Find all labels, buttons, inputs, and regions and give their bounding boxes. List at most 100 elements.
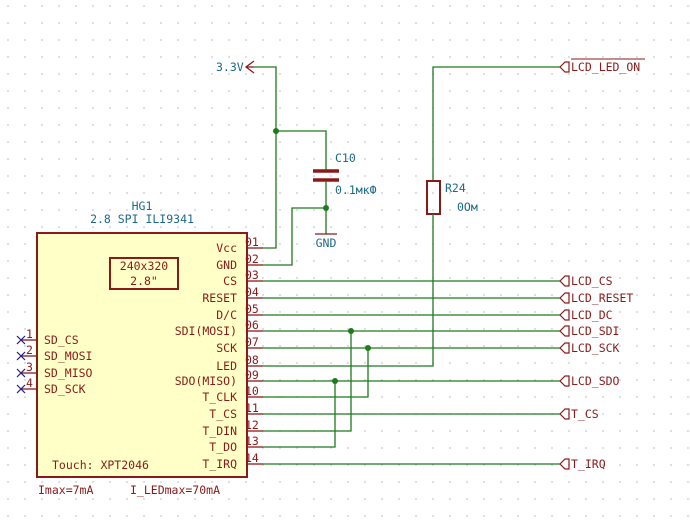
grid-dot xyxy=(602,379,604,381)
grid-dot xyxy=(347,243,349,245)
global-label-t-irq[interactable]: T_IRQ xyxy=(559,457,606,471)
grid-dot xyxy=(364,277,366,279)
grid-dot xyxy=(619,56,621,58)
grid-dot xyxy=(126,209,128,211)
grid-dot xyxy=(517,73,519,75)
grid-dot xyxy=(296,515,298,517)
global-label-t-cs[interactable]: T_CS xyxy=(559,407,599,421)
right-pins: 01Vcc02GND03CS04RESET05D/C06SDI(MOSI)07S… xyxy=(175,235,263,471)
global-label-lcd-led-on[interactable]: LCD_LED_ON xyxy=(559,60,640,74)
grid-dot xyxy=(415,226,417,228)
resistor-value: 0Ом xyxy=(457,200,478,214)
grid-dot xyxy=(415,481,417,483)
grid-dot xyxy=(296,192,298,194)
grid-dot xyxy=(381,175,383,177)
grid-dot xyxy=(449,498,451,500)
grid-dot xyxy=(381,56,383,58)
grid-dot xyxy=(534,192,536,194)
grid-dot xyxy=(313,277,315,279)
grid-dot xyxy=(500,107,502,109)
grid-dot xyxy=(262,328,264,330)
resistor-body[interactable] xyxy=(426,180,441,215)
grid-dot xyxy=(517,90,519,92)
grid-dot xyxy=(551,294,553,296)
grid-dot xyxy=(177,515,179,517)
grid-dot xyxy=(466,447,468,449)
grid-dot xyxy=(636,260,638,262)
pin-name: SDO(MISO) xyxy=(175,374,237,388)
grid-dot xyxy=(653,430,655,432)
grid-dot xyxy=(517,243,519,245)
grid-dot xyxy=(296,481,298,483)
grid-dot xyxy=(415,345,417,347)
grid-dot xyxy=(398,209,400,211)
grid-dot xyxy=(177,22,179,24)
grid-dot xyxy=(41,124,43,126)
component-body[interactable] xyxy=(36,232,248,478)
global-label-lcd-sdi[interactable]: LCD_SDI xyxy=(559,324,619,338)
grid-dot xyxy=(466,430,468,432)
grid-dot xyxy=(585,124,587,126)
grid-dot xyxy=(398,56,400,58)
grid-dot xyxy=(313,311,315,313)
grid-dot xyxy=(602,90,604,92)
grid-dot xyxy=(653,447,655,449)
grid-dot xyxy=(568,107,570,109)
grid-dot xyxy=(551,362,553,364)
grid-dot xyxy=(381,22,383,24)
grid-dot xyxy=(398,226,400,228)
grid-dot xyxy=(330,56,332,58)
grid-dot xyxy=(602,345,604,347)
grid-dot xyxy=(7,73,9,75)
grid-dot xyxy=(381,73,383,75)
grid-dot xyxy=(653,362,655,364)
grid-dot xyxy=(585,107,587,109)
global-label-lcd-dc[interactable]: LCD_DC xyxy=(559,308,613,322)
grid-dot xyxy=(143,5,145,7)
grid-dot xyxy=(279,328,281,330)
grid-dot xyxy=(585,209,587,211)
grid-dot xyxy=(687,73,689,75)
resistor-ref: R24 xyxy=(445,181,466,195)
grid-dot xyxy=(449,260,451,262)
grid-dot xyxy=(670,294,672,296)
grid-dot xyxy=(126,498,128,500)
grid-dot xyxy=(7,243,9,245)
global-label-lcd-reset[interactable]: LCD_RESET xyxy=(559,291,633,305)
grid-dot xyxy=(415,39,417,41)
grid-dot xyxy=(245,158,247,160)
grid-dot xyxy=(432,192,434,194)
grid-dot xyxy=(551,481,553,483)
global-label-lcd-cs[interactable]: LCD_CS xyxy=(559,274,613,288)
global-label-lcd-sck[interactable]: LCD_SCK xyxy=(559,341,620,355)
grid-dot xyxy=(483,345,485,347)
grid-dot xyxy=(687,362,689,364)
grid-dot xyxy=(296,141,298,143)
wire-led xyxy=(263,214,434,367)
grid-dot xyxy=(619,107,621,109)
grid-dot xyxy=(568,498,570,500)
grid-dot xyxy=(211,158,213,160)
grid-dot xyxy=(670,124,672,126)
grid-dot xyxy=(24,498,26,500)
grid-dot xyxy=(500,5,502,7)
grid-dot xyxy=(517,311,519,313)
grid-dot xyxy=(432,56,434,58)
grid-dot xyxy=(415,447,417,449)
grid-dot xyxy=(619,464,621,466)
grid-dot xyxy=(347,226,349,228)
grid-dot xyxy=(211,39,213,41)
global-label-lcd-sdo[interactable]: LCD_SDO xyxy=(559,374,620,388)
grid-dot xyxy=(262,158,264,160)
grid-dot xyxy=(517,56,519,58)
grid-dot xyxy=(568,90,570,92)
label-flag-icon xyxy=(559,309,570,321)
grid-dot xyxy=(313,124,315,126)
grid-dot xyxy=(500,515,502,517)
grid-dot xyxy=(517,175,519,177)
grid-dot xyxy=(330,192,332,194)
grid-dot xyxy=(109,39,111,41)
grid-dot xyxy=(364,328,366,330)
grid-dot xyxy=(619,498,621,500)
grid-dot xyxy=(177,124,179,126)
